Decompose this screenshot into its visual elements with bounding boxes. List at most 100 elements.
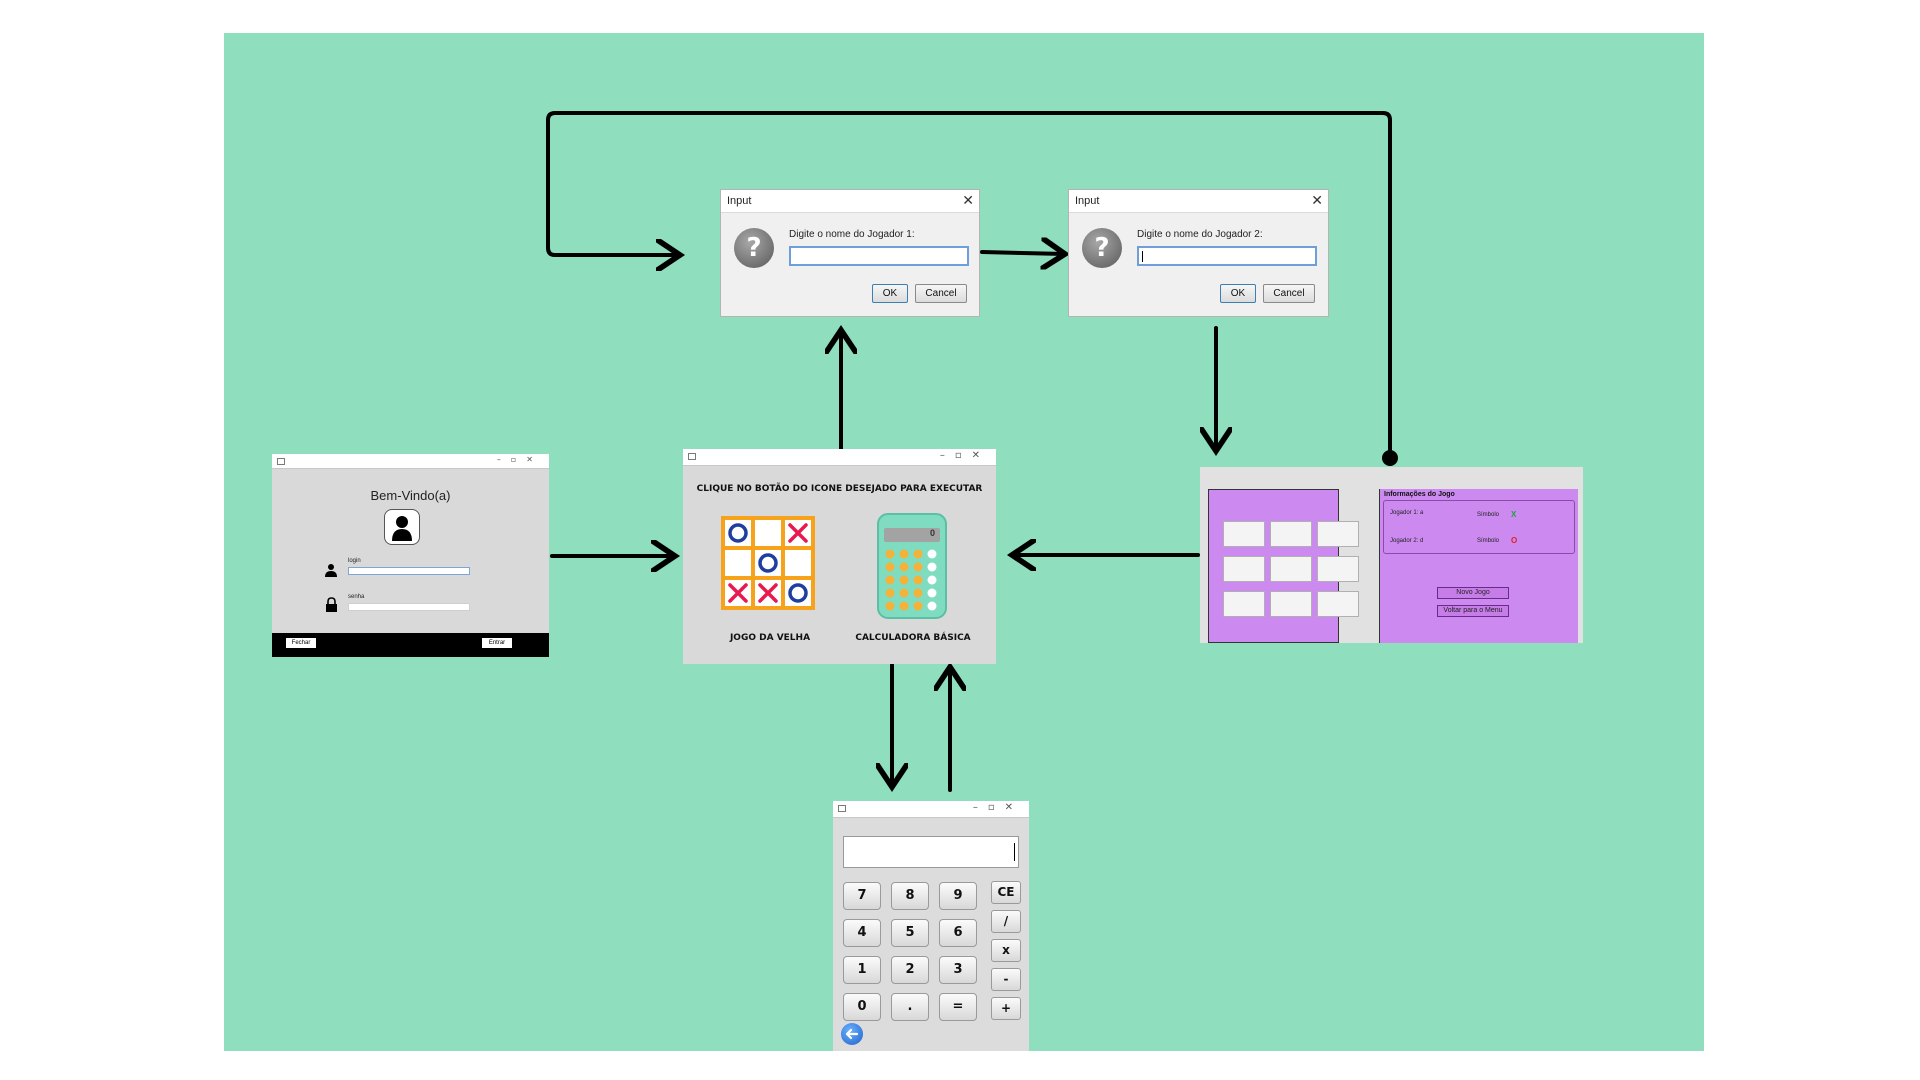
board-cell[interactable]	[1223, 521, 1265, 547]
calc-icon-key	[899, 575, 909, 585]
calc-key-3[interactable]: 3	[939, 956, 977, 984]
board-cell[interactable]	[1317, 521, 1359, 547]
tictactoe-label: JOGO DA VELHA	[729, 633, 811, 643]
calc-key-0[interactable]: 0	[843, 993, 881, 1021]
calc-icon-key	[927, 575, 937, 585]
calc-icon-key	[913, 549, 923, 559]
calc-key-equals[interactable]: =	[939, 993, 977, 1021]
dialog-title: Input	[721, 190, 979, 213]
board-cell[interactable]	[1317, 556, 1359, 582]
calculator-icon-button[interactable]: 0	[876, 512, 948, 620]
calc-icon-key	[899, 549, 909, 559]
calc-key-2[interactable]: 2	[891, 956, 929, 984]
board-panel	[1208, 489, 1359, 643]
senha-input[interactable]	[348, 603, 470, 611]
dialog-prompt: Digite o nome do Jogador 1:	[789, 229, 915, 240]
player1-label: Jogador 1: a	[1390, 510, 1424, 516]
login-window: –▫✕ Bem-Vindo(a) login senha Fechar Entr…	[272, 454, 549, 657]
player2-name-input[interactable]	[1137, 246, 1317, 266]
board-cell[interactable]	[1317, 591, 1359, 617]
window-controls[interactable]: –▫✕	[972, 802, 1023, 813]
login-input[interactable]	[348, 567, 470, 575]
symbol2-value: O	[1511, 536, 1518, 545]
calc-icon-key	[927, 601, 937, 611]
ok-button[interactable]: OK	[872, 284, 908, 303]
ttt-o-mark	[728, 523, 748, 543]
calc-key-7[interactable]: 7	[843, 882, 881, 910]
calc-icon-key	[913, 562, 923, 572]
arrow-game-loop-to-dialog1	[546, 111, 1392, 458]
calc-icon-key	[913, 588, 923, 598]
new-game-button[interactable]: Novo Jogo	[1437, 587, 1509, 599]
input-dialog-player1: Input ✕ ? Digite o nome do Jogador 1: OK…	[720, 189, 980, 317]
app-icon	[838, 805, 846, 812]
calc-op-clear[interactable]: CE	[991, 881, 1021, 904]
ttt-o-mark	[758, 553, 778, 573]
window-controls[interactable]: –▫✕	[496, 455, 543, 464]
calc-op-multiply[interactable]: x	[991, 939, 1021, 962]
ok-button[interactable]: OK	[1220, 284, 1256, 303]
calc-icon-key	[927, 562, 937, 572]
calc-key-1[interactable]: 1	[843, 956, 881, 984]
calc-key-6[interactable]: 6	[939, 919, 977, 947]
back-to-menu-button[interactable]: Voltar para o Menu	[1437, 605, 1509, 617]
login-footer: Fechar Entrar	[272, 633, 549, 657]
ttt-x-mark	[788, 523, 808, 543]
calc-op-plus[interactable]: +	[991, 997, 1021, 1020]
players-box: Jogador 1: a Símbolo X Jogador 2: d Símb…	[1383, 500, 1575, 554]
close-icon[interactable]: ✕	[962, 193, 974, 209]
window-controls[interactable]: –▫✕	[939, 450, 990, 461]
calc-op-divide[interactable]: /	[991, 910, 1021, 933]
calc-display[interactable]	[843, 836, 1019, 868]
calc-icon-key	[899, 601, 909, 611]
board-cell[interactable]	[1223, 591, 1265, 617]
symbol2-label: Símbolo	[1477, 538, 1500, 544]
calc-key-4[interactable]: 4	[843, 919, 881, 947]
calc-icon-key	[885, 588, 895, 598]
app-icon	[688, 453, 696, 460]
app-icon	[277, 458, 285, 465]
calc-icon-key	[913, 575, 923, 585]
window-titlebar: –▫✕	[272, 454, 549, 469]
login-label: login	[348, 558, 361, 564]
game-window: Informações do Jogo Jogador 1: a Símbolo…	[1200, 467, 1583, 643]
dialog-prompt: Digite o nome do Jogador 2:	[1137, 229, 1263, 240]
calc-icon-key	[885, 549, 895, 559]
ttt-x-mark	[728, 583, 748, 603]
calc-icon-key	[899, 562, 909, 572]
calc-key-5[interactable]: 5	[891, 919, 929, 947]
close-icon[interactable]: ✕	[1311, 193, 1323, 209]
board-cell[interactable]	[1270, 521, 1312, 547]
symbol1-label: Símbolo	[1477, 512, 1500, 518]
board-cell[interactable]	[1270, 556, 1312, 582]
info-panel: Informações do Jogo Jogador 1: a Símbolo…	[1379, 489, 1578, 643]
tictactoe-icon-button[interactable]	[721, 516, 815, 610]
calc-icon-key	[885, 562, 895, 572]
menu-window: –▫✕ CLIQUE NO BOTÃO DO ICONE DESEJADO PA…	[683, 449, 996, 664]
player1-name-input[interactable]	[789, 246, 969, 266]
player2-label: Jogador 2: d	[1390, 538, 1424, 544]
question-icon: ?	[734, 228, 774, 268]
info-title: Informações do Jogo	[1384, 491, 1455, 498]
board-cell[interactable]	[1270, 591, 1312, 617]
calc-icon-key	[913, 601, 923, 611]
calc-icon-key	[885, 601, 895, 611]
calc-icon-key	[885, 575, 895, 585]
calc-key-dot[interactable]: .	[891, 993, 929, 1021]
input-dialog-player2: Input ✕ ? Digite o nome do Jogador 2: OK…	[1068, 189, 1329, 317]
cancel-button[interactable]: Cancel	[1263, 284, 1315, 303]
fechar-button[interactable]: Fechar	[286, 638, 316, 648]
calc-key-9[interactable]: 9	[939, 882, 977, 910]
calc-key-8[interactable]: 8	[891, 882, 929, 910]
user-icon	[324, 563, 338, 577]
cancel-button[interactable]: Cancel	[915, 284, 967, 303]
board-cell[interactable]	[1223, 556, 1265, 582]
menu-header: CLIQUE NO BOTÃO DO ICONE DESEJADO PARA E…	[696, 484, 983, 494]
back-arrow-icon[interactable]	[841, 1023, 863, 1045]
calc-op-minus[interactable]: -	[991, 968, 1021, 991]
calculator-label: CALCULADORA BÁSICA	[855, 633, 971, 643]
entrar-button[interactable]: Entrar	[482, 638, 512, 648]
senha-label: senha	[348, 594, 365, 600]
